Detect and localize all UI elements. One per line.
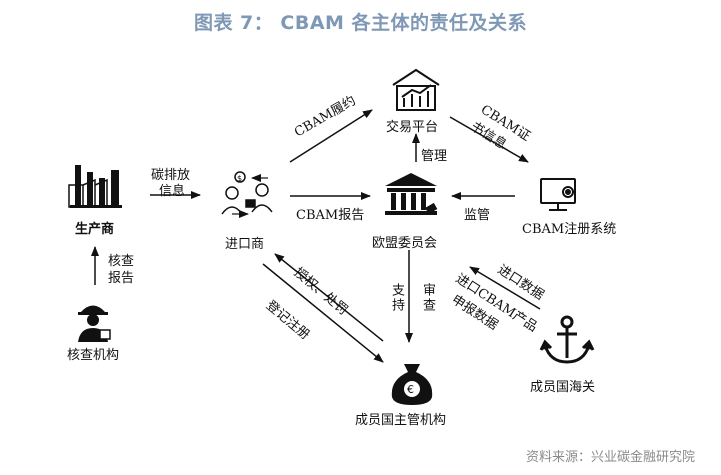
edge-label-verification-report-line1: 核查 (108, 254, 135, 269)
node-verifier: 核查机构 (67, 348, 120, 363)
arrow-platform-to-registry (449, 116, 529, 163)
arrow-authority-to-importer (274, 253, 384, 342)
anchor-icon (539, 315, 595, 364)
edge-label-support: 支持 (389, 283, 404, 313)
money-bag-icon: € (391, 364, 433, 405)
registry-computer-icon (540, 178, 576, 211)
trading-chart-icon (392, 68, 440, 111)
source-note: 资料来源：兴业碳金融研究院 (525, 450, 695, 465)
inspector-worker-icon (78, 305, 111, 342)
node-trading-platform: 交易平台 (386, 120, 439, 135)
edge-label-cbam-report: CBAM报告 (296, 208, 365, 223)
node-member-state-authority: 成员国主管机构 (355, 413, 447, 428)
arrow-importer-to-platform (289, 109, 373, 163)
svg-text:€: € (407, 383, 414, 396)
node-registry: CBAM注册系统 (522, 222, 617, 237)
node-eu-commission: 欧盟委员会 (372, 236, 438, 251)
edge-label-verification-report-line2: 报告 (108, 271, 135, 286)
arrow-importer-to-authority (262, 263, 384, 363)
edge-label-emission-info-line1: 碳排放 (151, 168, 191, 183)
node-importer: 进口商 (225, 237, 265, 252)
government-building-icon (385, 173, 438, 215)
arrow-customs-to-commission (469, 266, 541, 310)
edge-label-review: 审查 (420, 283, 435, 313)
importer-people-icon: $ (221, 171, 273, 215)
node-producer: 生产商 (75, 222, 115, 237)
edge-label-supervision: 监管 (464, 208, 491, 223)
factory-icon (68, 165, 122, 208)
svg-text:$: $ (237, 174, 242, 183)
edge-label-management: 管理 (421, 149, 448, 164)
diagram-title: 图表 7： CBAM 各主体的责任及关系 (193, 12, 528, 34)
node-customs: 成员国海关 (530, 380, 596, 395)
edge-label-emission-info-line2: 信息 (159, 184, 186, 199)
